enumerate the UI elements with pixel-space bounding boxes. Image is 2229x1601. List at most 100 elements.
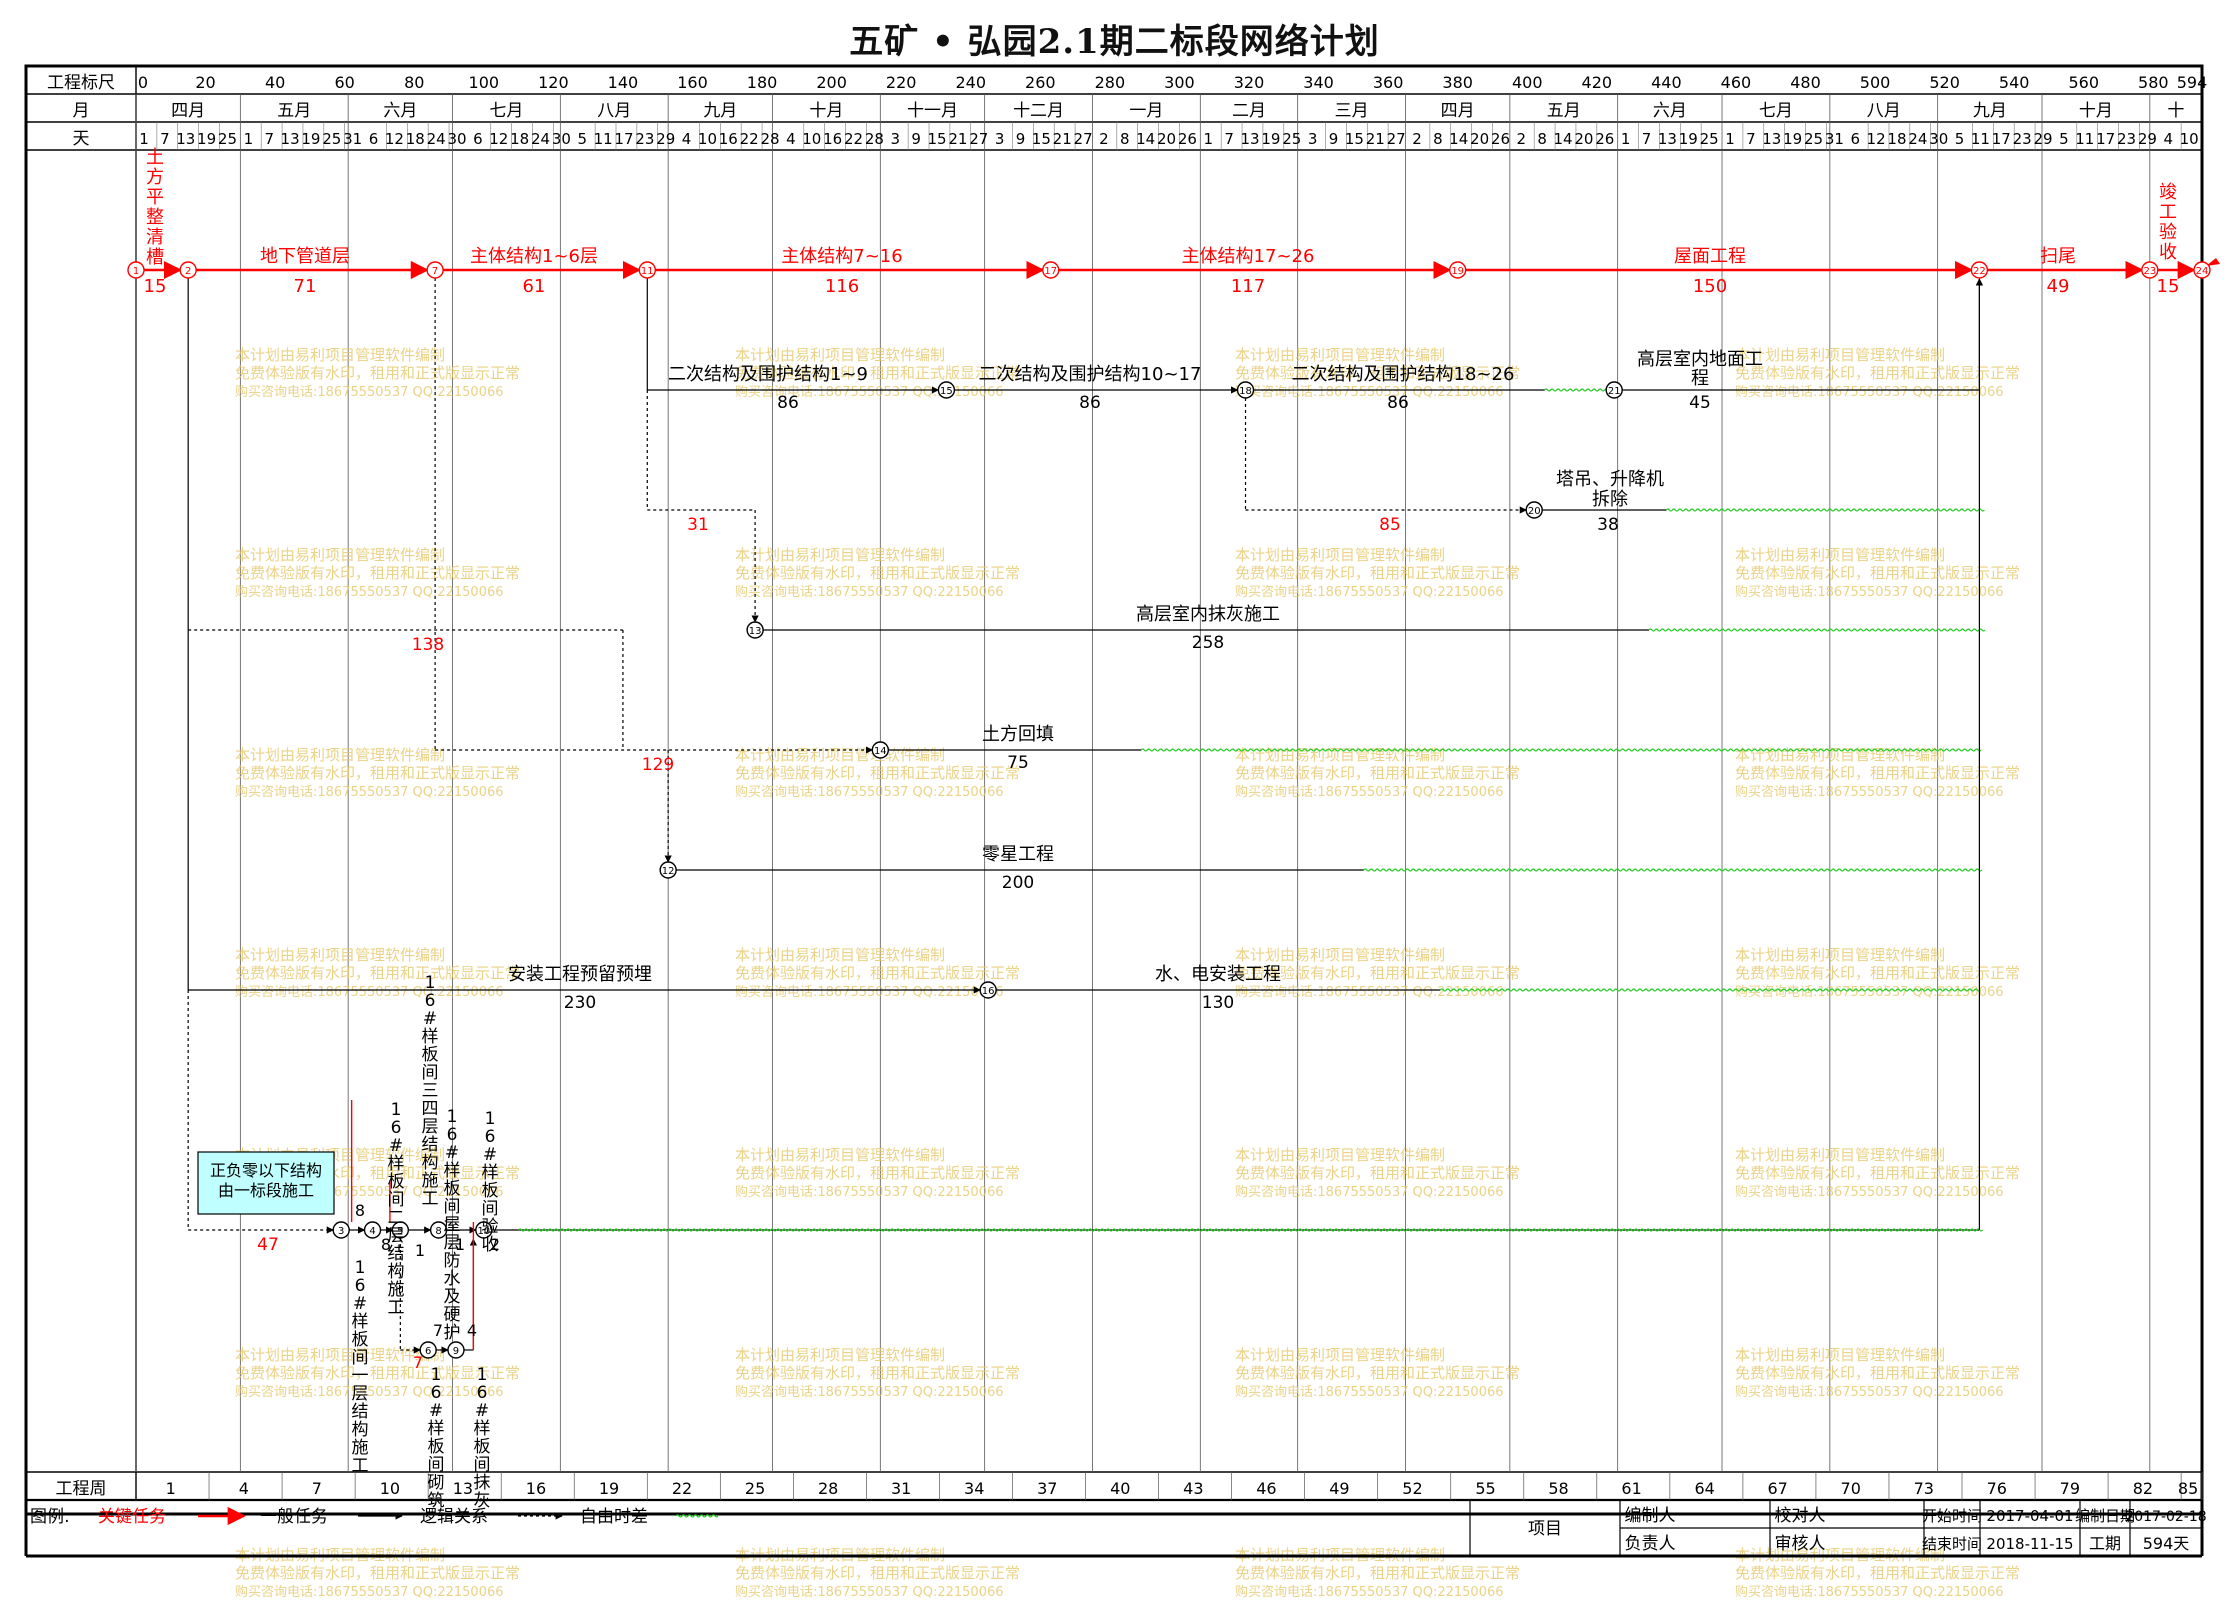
svg-text:砌: 砌 <box>428 1473 445 1493</box>
month-label: 八月 <box>1867 101 1901 121</box>
day-label: 16 <box>719 130 738 148</box>
watermark-text: 免费体验版有水印，租用和正式版显示正常 <box>1235 564 1520 582</box>
week-label: 67 <box>1767 1479 1787 1498</box>
scale-tick-label: 180 <box>747 73 778 92</box>
day-label: 21 <box>1366 130 1385 148</box>
week-label: 28 <box>818 1479 838 1498</box>
watermark-text: 购买咨询电话:18675550537 QQ:22150066 <box>735 784 1004 800</box>
event-node-number: 22 <box>1973 266 1986 277</box>
watermark-text: 免费体验版有水印，租用和正式版显示正常 <box>735 364 1020 382</box>
watermark-text: 本计划由易利项目管理软件编制 <box>235 746 445 764</box>
footer-manager-label: 负责人 <box>1625 1534 1676 1554</box>
event-node-number: 23 <box>2143 266 2156 277</box>
critical-task-duration: 49 <box>2047 276 2070 297</box>
svg-text:样: 样 <box>482 1163 499 1183</box>
month-label: 十 <box>2167 101 2184 121</box>
scale-tick-label: 420 <box>1582 73 1613 92</box>
event-node <box>2141 261 2159 279</box>
watermark-text: 购买咨询电话:18675550537 QQ:22150066 <box>735 1584 1004 1600</box>
week-label: 79 <box>2060 1479 2080 1498</box>
scale-tick-label: 140 <box>608 73 639 92</box>
legend-critical-label: 关键任务 <box>98 1507 166 1527</box>
task-duration: 75 <box>1007 753 1029 773</box>
svg-text:1: 1 <box>431 1365 442 1385</box>
svg-text:样: 样 <box>444 1161 461 1181</box>
day-label: 9 <box>1329 130 1339 148</box>
watermark-text: 购买咨询电话:18675550537 QQ:22150066 <box>1235 384 1504 400</box>
day-label: 6 <box>473 130 483 148</box>
svg-text:筑: 筑 <box>428 1491 445 1511</box>
footer-project-label: 项目 <box>1528 1519 1562 1539</box>
day-label: 9 <box>911 130 921 148</box>
month-label: 四月 <box>171 101 205 121</box>
float-label: 31 <box>687 515 709 535</box>
day-label: 27 <box>1074 130 1093 148</box>
legend-float-line <box>675 1514 719 1518</box>
watermark-text: 购买咨询电话:18675550537 QQ:22150066 <box>1735 384 2004 400</box>
svg-text:抹: 抹 <box>474 1473 491 1493</box>
watermark-text: 购买咨询电话:18675550537 QQ:22150066 <box>1235 1584 1504 1600</box>
day-label: 7 <box>264 130 274 148</box>
watermark-text: 免费体验版有水印，租用和正式版显示正常 <box>1735 764 2020 782</box>
watermark-text: 本计划由易利项目管理软件编制 <box>735 346 945 364</box>
watermark-text: 免费体验版有水印，租用和正式版显示正常 <box>1735 1364 2020 1382</box>
svg-text:6: 6 <box>425 991 436 1011</box>
watermark-text: 本计划由易利项目管理软件编制 <box>1235 1146 1445 1164</box>
free-float-line <box>1439 988 1981 992</box>
month-label: 九月 <box>703 101 737 121</box>
week-label: 16 <box>526 1479 546 1498</box>
footer-compiler-label: 编制人 <box>1625 1506 1676 1526</box>
day-label: 4 <box>786 130 796 148</box>
watermark-text: 免费体验版有水印，租用和正式版显示正常 <box>1735 1164 2020 1182</box>
day-label: 2 <box>1517 130 1527 148</box>
footer-end-label: 结束时间 <box>1922 1535 1982 1553</box>
watermark-text: 免费体验版有水印，租用和正式版显示正常 <box>235 364 520 382</box>
watermark-text: 本计划由易利项目管理软件编制 <box>1735 1346 1945 1364</box>
day-label: 11 <box>594 130 613 148</box>
month-label: 五月 <box>1547 101 1581 121</box>
week-label: 52 <box>1402 1479 1422 1498</box>
week-row-label: 工程周 <box>56 1479 107 1499</box>
watermark-text: 购买咨询电话:18675550537 QQ:22150066 <box>235 784 504 800</box>
day-label: 28 <box>865 130 884 148</box>
day-label: 4 <box>682 130 692 148</box>
day-label: 6 <box>369 130 379 148</box>
svg-text:6: 6 <box>391 1118 402 1138</box>
task-duration: 86 <box>777 393 799 413</box>
legend-float-label: 自由时差 <box>580 1507 648 1527</box>
footer-start-value: 2017-04-01 <box>1986 1507 2073 1525</box>
month-row-label: 月 <box>73 101 90 121</box>
week-label: 31 <box>891 1479 911 1498</box>
event-node <box>179 261 197 279</box>
day-label: 28 <box>761 130 780 148</box>
month-label: 八月 <box>597 101 631 121</box>
month-label: 九月 <box>1973 101 2007 121</box>
day-label: 7 <box>1642 130 1652 148</box>
scale-tick-label: 580 <box>2138 73 2169 92</box>
watermark-text: 免费体验版有水印，租用和正式版显示正常 <box>735 1164 1020 1182</box>
day-label: 12 <box>385 130 404 148</box>
scale-row-label: 工程标尺 <box>47 73 115 93</box>
scale-tick-label: 260 <box>1025 73 1056 92</box>
watermark-text: 免费体验版有水印，租用和正式版显示正常 <box>735 764 1020 782</box>
watermark-text: 免费体验版有水印，租用和正式版显示正常 <box>1735 964 2020 982</box>
svg-text:#: # <box>445 1143 459 1163</box>
svg-text:施: 施 <box>352 1438 369 1458</box>
month-label: 七月 <box>489 101 523 121</box>
float-label: 138 <box>412 635 444 655</box>
day-label: 25 <box>218 130 237 148</box>
svg-text:工: 工 <box>422 1189 439 1209</box>
task-duration: 8 <box>355 1201 365 1220</box>
week-label: 37 <box>1037 1479 1057 1498</box>
svg-text:#: # <box>389 1136 403 1156</box>
watermark-text: 免费体验版有水印，租用和正式版显示正常 <box>235 964 520 982</box>
critical-task-name: 主体结构17~26 <box>1182 246 1315 267</box>
day-label: 9 <box>1016 130 1026 148</box>
task-duration: 1 <box>455 1235 465 1254</box>
week-label: 46 <box>1256 1479 1276 1498</box>
svg-text:结: 结 <box>352 1402 369 1422</box>
svg-text:构: 构 <box>388 1262 405 1282</box>
svg-text:结: 结 <box>422 1135 439 1155</box>
week-label: 61 <box>1621 1479 1641 1498</box>
